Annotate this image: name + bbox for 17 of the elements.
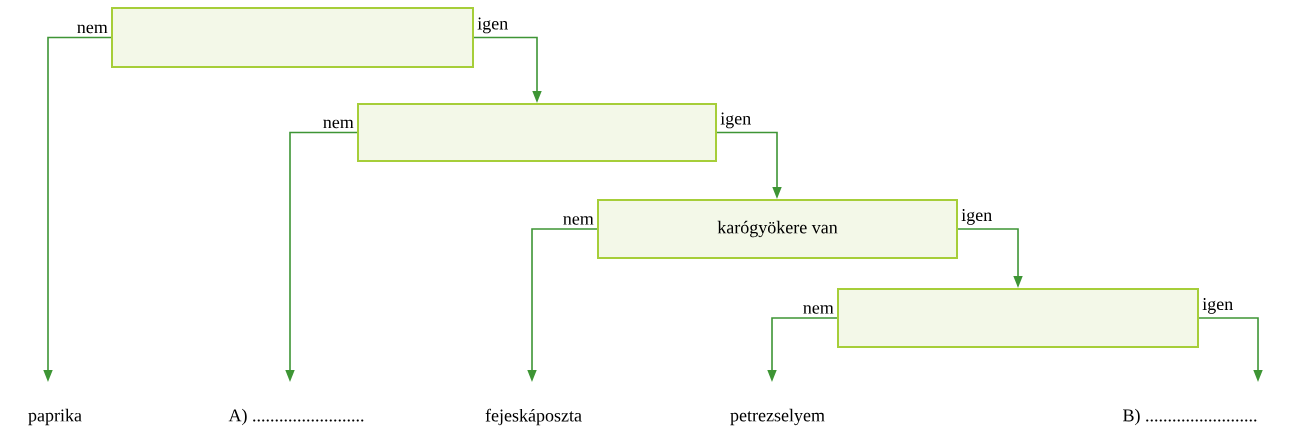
decision-box — [357, 103, 717, 162]
decision-box — [837, 288, 1199, 348]
result-label: B) ......................... — [1123, 408, 1257, 426]
edge-label: igen — [719, 111, 753, 130]
result-label: A) ......................... — [228, 408, 364, 426]
decision-box — [111, 7, 474, 68]
edge-label: igen — [960, 208, 994, 226]
edge-label: nem — [321, 118, 355, 130]
edge-label: igen — [476, 16, 510, 35]
result-label: paprika — [28, 408, 82, 426]
edge-label: nem — [561, 215, 595, 226]
decision-box: karógyökere van — [597, 199, 958, 259]
edge-label: nem — [801, 304, 835, 315]
edge-label: igen — [1201, 297, 1235, 315]
result-label: petrezselyem — [730, 408, 825, 426]
edge-label: nem — [75, 23, 109, 35]
result-label: fejeskáposzta — [485, 408, 582, 426]
